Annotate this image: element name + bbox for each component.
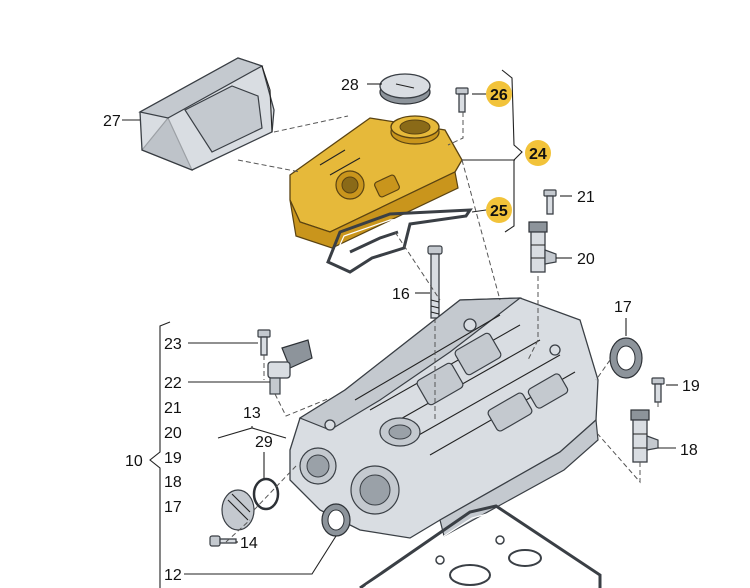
cover-gasket-part (326, 208, 473, 274)
callout-14: 14 (240, 535, 258, 552)
cover-plate-13-part (221, 489, 255, 531)
dashed-alignment-lines (225, 112, 659, 543)
callout-19-right: 19 (682, 378, 700, 395)
leader-lines (122, 69, 678, 588)
callout-16: 16 (392, 286, 410, 303)
callout-21-list: 21 (164, 400, 182, 417)
camshaft-solenoid-18-part (630, 409, 659, 463)
callout-20-list: 20 (164, 425, 182, 442)
camshaft-solenoid-20-part (528, 221, 557, 273)
sensor-22-part (267, 339, 313, 395)
o-ring-29-part (252, 477, 280, 511)
highlight-26 (486, 81, 512, 107)
cylinder-head-cover-part (289, 115, 463, 249)
callout-26: 26 (490, 87, 508, 104)
highlight-24 (525, 140, 551, 166)
seal-ring-lower-part (321, 503, 351, 537)
callout-25: 25 (490, 203, 508, 220)
bolt-19-right-part (651, 377, 665, 403)
screw-14-part (209, 535, 237, 547)
callout-19-list: 19 (164, 450, 182, 467)
bolt-21-upper-part (543, 189, 557, 215)
callout-24: 24 (529, 146, 547, 163)
callout-21-upper: 21 (577, 189, 595, 206)
callout-12: 12 (164, 567, 182, 584)
cylinder-head-part (289, 297, 599, 539)
callout-20-upper: 20 (577, 251, 595, 268)
oil-filler-cap-part (379, 73, 431, 105)
callout-29: 29 (255, 434, 273, 451)
callout-17-list: 17 (164, 499, 182, 516)
callout-18-right: 18 (680, 442, 698, 459)
callout-17-right: 17 (614, 299, 632, 316)
screw-23-part (257, 329, 271, 356)
highlight-25 (486, 197, 512, 223)
seal-ring-17-part (609, 337, 643, 379)
callout-22: 22 (164, 375, 182, 392)
long-bolt-16-part (427, 245, 443, 319)
screw-26-part (455, 87, 469, 113)
callout-13: 13 (243, 405, 261, 422)
callout-27: 27 (103, 113, 121, 130)
callout-28: 28 (341, 77, 359, 94)
callout-18-list: 18 (164, 474, 182, 491)
engine-top-cover-part (138, 57, 275, 172)
cylinder-head-gasket-part (359, 504, 602, 588)
callout-23: 23 (164, 336, 182, 353)
callout-10: 10 (125, 453, 143, 470)
